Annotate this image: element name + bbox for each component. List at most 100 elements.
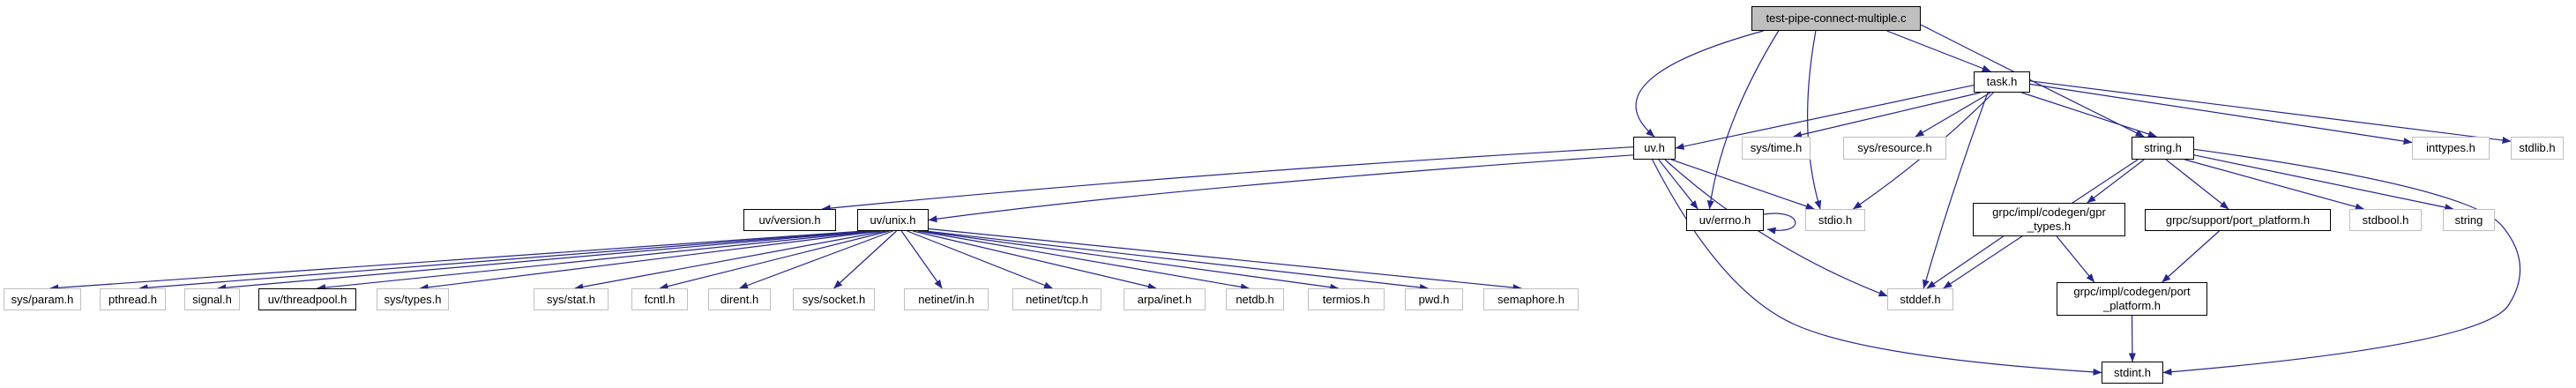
node-label: sys/types.h — [384, 292, 442, 306]
node-stdbool-h: stdbool.h — [2349, 209, 2422, 231]
edge-uv_unix_h-to-signal_h — [217, 230, 872, 292]
node-support-port-platform-h[interactable]: grpc/support/port_platform.h — [2145, 209, 2331, 231]
edge-codegen_port_platform_h-to-stdint_h — [2128, 315, 2136, 362]
node-label-line2: _platform.h — [2102, 299, 2162, 312]
node-codegen-port-platform-h[interactable]: grpc/impl/codegen/port_platform.h — [2057, 282, 2207, 316]
node-stdint-h[interactable]: stdint.h — [2102, 362, 2163, 384]
edge-task_h-to-inttypes_h — [2029, 83, 2413, 146]
edge-task_h-to-uv_h — [1675, 85, 1975, 150]
node-sys-stat-h: sys/stat.h — [534, 288, 609, 310]
node-label: sys/time.h — [1750, 141, 1803, 154]
edge-uv_h-to-stdint_h — [1652, 159, 2102, 376]
edge-string_h-to-stdint_h — [2162, 148, 2521, 376]
edge-uv_unix_h-to-termios_h — [921, 230, 1340, 291]
edge-root-to-uv_errno_h — [1706, 30, 1780, 210]
node-label: dirent.h — [720, 292, 759, 306]
edge-root-to-uv_h — [1635, 30, 1764, 138]
edge-uv_h-to-stdio_h — [1671, 159, 1815, 210]
node-gpr-types-h[interactable]: grpc/impl/codegen/gpr_types.h — [1973, 203, 2125, 236]
node-netinet-tcp-h: netinet/tcp.h — [1012, 288, 1101, 310]
node-label: sys/stat.h — [547, 292, 595, 306]
node-fcntl-h: fcntl.h — [631, 288, 688, 310]
node-pthread-h: pthread.h — [100, 288, 166, 310]
edge-uv_unix_h-to-dirent_h — [739, 230, 893, 289]
node-label: uv/threadpool.h — [267, 292, 347, 306]
edge-uv_unix_h-to-semaphore_h — [928, 228, 1522, 292]
edge-uv_unix_h-to-uv_threadpool_h — [317, 230, 877, 292]
node-label: netinet/tcp.h — [1026, 292, 1088, 306]
edge-uv_h-to-uv_errno_h — [1658, 159, 1699, 210]
node-label: stdio.h — [1818, 213, 1853, 227]
edge-root-to-task_h — [1886, 30, 1991, 72]
edge-string_h-to-gpr_types_h — [2087, 159, 2145, 204]
node-dirent-h: dirent.h — [708, 288, 771, 310]
node-root: test-pipe-connect-multiple.c — [1751, 6, 1921, 31]
node-termios-h: termios.h — [1308, 288, 1385, 310]
edge-root-to-stdio_h — [1807, 30, 1822, 210]
edge-uv_unix_h-to-arpa_inet_h — [913, 230, 1157, 290]
node-label: uv.h — [1644, 141, 1665, 154]
edge-uv_unix_h-to-sys_socket_h — [833, 230, 897, 289]
node-sys-socket-h: sys/socket.h — [793, 288, 875, 310]
node-label: sys/param.h — [11, 292, 74, 306]
node-label: sys/socket.h — [802, 292, 866, 306]
node-label: pwd.h — [1418, 292, 1450, 306]
node-sys-param-h: sys/param.h — [4, 288, 81, 310]
node-label: netinet/in.h — [918, 292, 974, 306]
edge-gpr_types_h-to-stddef_h — [1926, 235, 2004, 289]
edge-uv_unix_h-to-sys_types_h — [419, 230, 881, 291]
node-semaphore-h: semaphore.h — [1483, 288, 1579, 310]
node-sys-time-h: sys/time.h — [1742, 137, 1811, 160]
edge-uv_unix_h-to-pthread_h — [138, 230, 869, 292]
node-label: string — [2454, 213, 2483, 227]
node-signal-h: signal.h — [184, 288, 240, 310]
edge-uv_h-to-uv_version_h — [821, 146, 1634, 213]
edge-task_h-to-sys_resource_h — [1915, 92, 1991, 138]
node-label: grpc/impl/codegen/gpr — [1992, 205, 2106, 219]
node-task-h[interactable]: task.h — [1974, 71, 2030, 93]
node-uv-version-h[interactable]: uv/version.h — [743, 209, 836, 231]
node-label: stdint.h — [2114, 365, 2151, 379]
edge-uv_h-to-uv_unix_h — [928, 154, 1634, 223]
node-string-h[interactable]: string.h — [2132, 137, 2194, 160]
node-uv-threadpool-h[interactable]: uv/threadpool.h — [258, 288, 356, 310]
node-label: stddef.h — [1900, 292, 1941, 306]
node-label: signal.h — [192, 292, 232, 306]
node-arpa-inet-h: arpa/inet.h — [1124, 288, 1206, 310]
node-sys-resource-h: sys/resource.h — [1843, 137, 1946, 160]
node-label: sys/resource.h — [1857, 141, 1932, 154]
node-label: uv/version.h — [758, 213, 821, 227]
node-netinet-in-h: netinet/in.h — [904, 288, 989, 310]
node-pwd-h: pwd.h — [1405, 288, 1463, 310]
node-uv-h[interactable]: uv.h — [1633, 137, 1676, 160]
edge-task_h-to-stdlib_h — [2029, 80, 2512, 144]
node-label: stdlib.h — [2519, 141, 2556, 154]
node-label: grpc/impl/codegen/port — [2073, 285, 2191, 298]
node-netdb-h: netdb.h — [1226, 288, 1284, 310]
node-stdio-h: stdio.h — [1805, 209, 1865, 231]
node-label: test-pipe-connect-multiple.c — [1766, 11, 1907, 25]
node-label: uv/errno.h — [1699, 213, 1751, 227]
edge-support_port_platform_h-to-codegen_port_platform_h — [2162, 230, 2220, 283]
edge-task_h-to-sys_time_h — [1793, 92, 1981, 138]
node-sys-types-h: sys/types.h — [377, 288, 449, 310]
node-stddef-h: stddef.h — [1887, 288, 1953, 310]
edge-root-to-string_h — [1920, 24, 2145, 138]
node-uv-unix-h[interactable]: uv/unix.h — [857, 209, 929, 231]
node-label: semaphore.h — [1497, 292, 1564, 306]
node-inttypes-h: inttypes.h — [2412, 137, 2490, 160]
edge-uv_errno_h-to-uv_errno_h — [1763, 213, 1796, 235]
node-label: grpc/support/port_platform.h — [2165, 213, 2311, 227]
edge-string_h-to-support_port_platform_h — [2165, 159, 2229, 210]
edge-string_h-to-string_std — [2193, 154, 2454, 211]
edge-gpr_types_h-to-codegen_port_platform_h — [2056, 235, 2095, 283]
edge-uv_unix_h-to-netinet_tcp_h — [907, 230, 1053, 289]
node-label: string.h — [2144, 141, 2182, 154]
node-stdlib-h: stdlib.h — [2511, 137, 2564, 160]
node-label: termios.h — [1322, 292, 1370, 306]
node-label: uv/unix.h — [870, 213, 916, 227]
node-uv-errno-h[interactable]: uv/errno.h — [1686, 209, 1764, 231]
edge-uv_unix_h-to-netdb_h — [917, 230, 1250, 291]
